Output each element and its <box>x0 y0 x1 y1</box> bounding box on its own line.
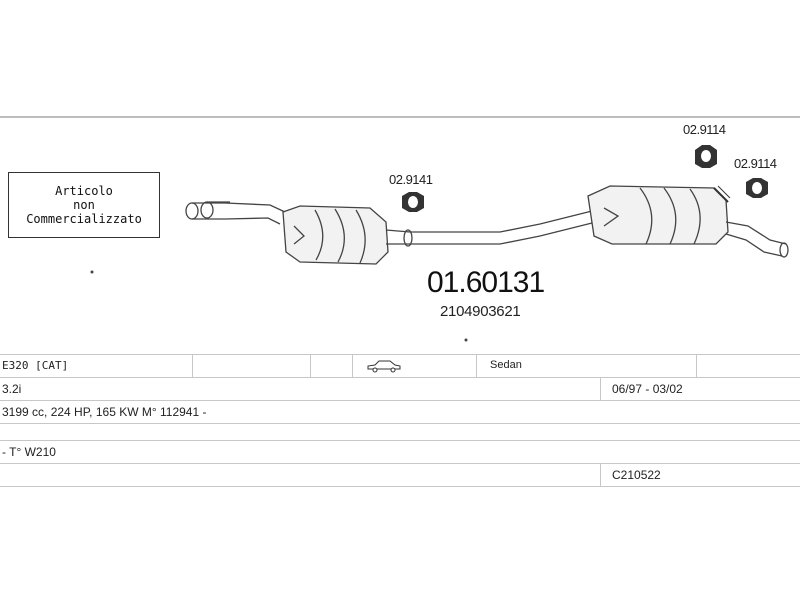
rubber-hanger-icon <box>695 145 717 168</box>
table-row <box>0 423 800 446</box>
column-divider <box>352 355 353 378</box>
exhaust-diagram <box>90 185 789 342</box>
part-number: 01.60131 <box>427 266 545 299</box>
chassis-cell: - T° W210 <box>2 445 56 459</box>
oem-number: 2104903621 <box>440 303 521 320</box>
car-sedan-icon <box>367 360 401 373</box>
column-divider <box>696 355 697 378</box>
article-line-1: Articolo <box>55 184 113 198</box>
table-bottom-border <box>0 486 800 488</box>
table-row: 3.2i 06/97 - 03/02 <box>0 377 800 401</box>
engine-cell: 3.2i <box>2 382 22 396</box>
top-divider <box>0 116 800 118</box>
years-cell: 06/97 - 03/02 <box>612 382 683 396</box>
article-line-3: Commercializzato <box>26 212 142 226</box>
table-row: E320 [CAT] Sedan <box>0 354 800 378</box>
model-cell: E320 [CAT] <box>2 359 69 372</box>
body-type-cell: Sedan <box>490 359 522 371</box>
specs-cell: 3199 cc, 224 HP, 165 KW M° 112941 - <box>2 405 207 419</box>
rubber-hanger-icon <box>746 178 768 198</box>
column-divider <box>192 355 193 378</box>
article-not-available-box: Articolo non Commercializzato <box>8 172 160 238</box>
column-divider <box>476 355 477 378</box>
column-divider <box>310 355 311 378</box>
article-line-2: non <box>73 198 95 212</box>
component-ref-top: 02.9114 <box>683 122 726 137</box>
column-divider <box>600 464 601 487</box>
table-row: C210522 <box>0 463 800 487</box>
table-row: - T° W210 <box>0 440 800 463</box>
code-cell: C210522 <box>612 468 661 482</box>
pipe-clamp-icon <box>713 185 731 203</box>
table-row: 3199 cc, 224 HP, 165 KW M° 112941 - <box>0 400 800 423</box>
component-ref-left: 02.9141 <box>389 172 433 187</box>
column-divider <box>600 378 601 401</box>
component-ref-right: 02.9114 <box>734 156 777 171</box>
rubber-hanger-icon <box>402 192 424 212</box>
